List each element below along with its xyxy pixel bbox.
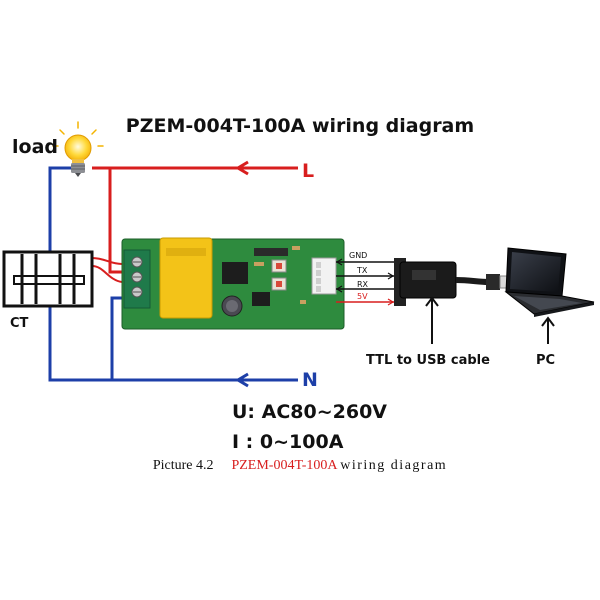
- figure-caption: Picture 4.2 PZEM-004T-100A wiring diagram: [0, 458, 600, 474]
- ct-lead-1: [91, 257, 123, 265]
- pin-label-rx: RX: [357, 280, 369, 289]
- neutral-wire-to-board: [110, 296, 122, 380]
- load-label: load: [12, 136, 58, 158]
- pin-label-gnd: GND: [349, 251, 368, 260]
- live-arrow: [235, 160, 249, 176]
- laptop-icon: [504, 247, 595, 317]
- pc-label: PC: [536, 353, 556, 368]
- neutral-arrow: [235, 372, 249, 388]
- usb-plug-icon: [394, 258, 513, 306]
- current-spec: I : 0~100A: [232, 431, 344, 453]
- diagram-title: PZEM-004T-100A wiring diagram: [125, 115, 475, 137]
- light-bulb-icon: [52, 121, 104, 177]
- pzem-board: [121, 237, 345, 330]
- line-label: L: [302, 160, 315, 182]
- pin-label-tx: TX: [357, 266, 368, 275]
- caption-model: PZEM-004T-100A: [231, 458, 337, 473]
- neutral-label: N: [302, 369, 318, 391]
- live-wire-to-board: [108, 168, 122, 274]
- caption-prefix: Picture 4.2: [152, 458, 214, 473]
- pin-label-5v: 5V: [357, 292, 368, 301]
- ct-lead-2: [91, 265, 123, 283]
- voltage-spec: U: AC80~260V: [232, 401, 388, 423]
- transformer: [159, 237, 213, 319]
- serial-header: [311, 257, 337, 295]
- current-transformer-icon: [2, 250, 94, 308]
- ct-label: CT: [10, 316, 29, 331]
- caption-suffix: wiring diagram: [340, 458, 448, 473]
- ttl-cable-label: TTL to USB cable: [366, 353, 490, 368]
